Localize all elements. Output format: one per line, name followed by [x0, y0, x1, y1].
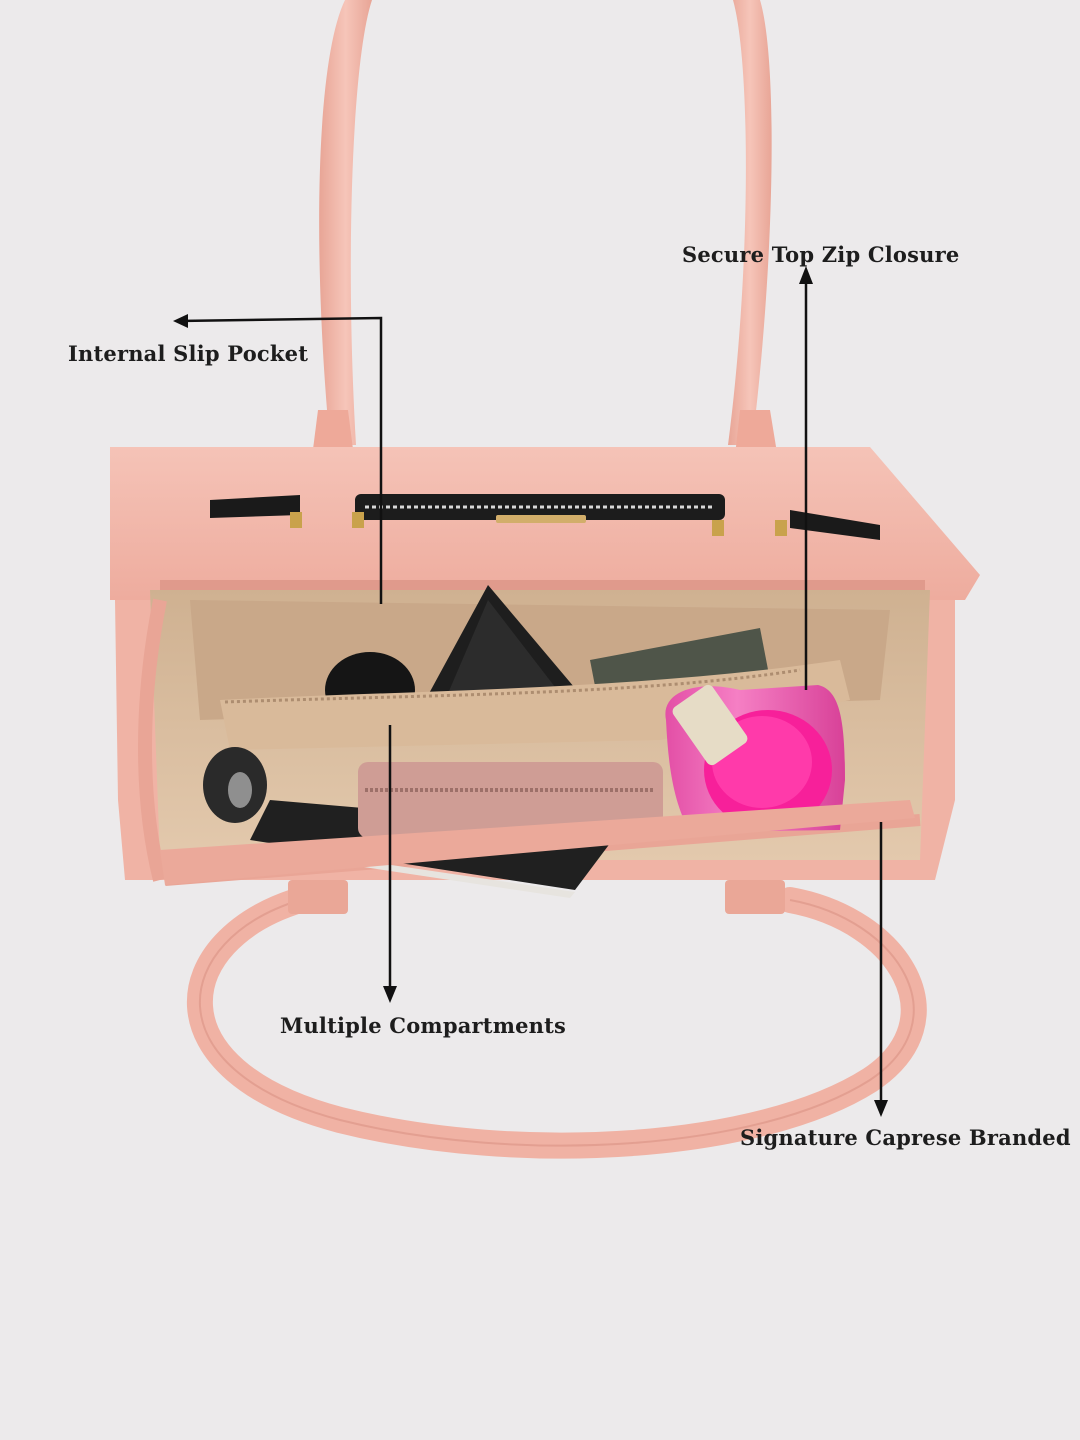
signature-branded-label: Signature Caprese Branded	[740, 1125, 1071, 1150]
arrow-down-icon	[383, 986, 397, 1003]
multiple-compartments-label: Multiple Compartments	[280, 1013, 567, 1038]
arrow-left-icon	[173, 314, 188, 328]
shoulder-strap	[187, 880, 927, 1159]
secure-top-zip-label: Secure Top Zip Closure	[682, 242, 960, 267]
internal-slip-pocket-label: Internal Slip Pocket	[68, 341, 309, 366]
arrow-down-icon	[874, 1100, 888, 1117]
annotation-lines	[173, 266, 888, 1117]
handbag	[110, 447, 980, 898]
arrow-up-icon	[799, 266, 813, 284]
